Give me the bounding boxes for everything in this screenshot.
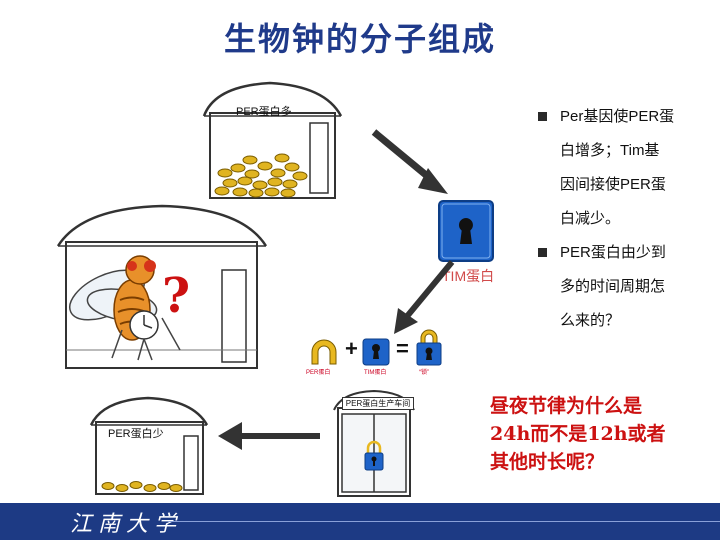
per-protein-icon — [308, 338, 340, 366]
factory-sign: PER蛋白生产车间 — [342, 397, 414, 410]
bullet-line: 多的时间周期怎 — [560, 270, 716, 304]
footer-divider — [168, 521, 720, 522]
bullet-line: 白减少。 — [560, 202, 716, 236]
university-logo: 江南大学 — [70, 506, 182, 538]
tim-lock-icon — [438, 200, 494, 262]
red-question-line: 24h而不是12h或者 — [490, 420, 710, 448]
red-question-line: 其他时长呢？ — [490, 448, 710, 476]
page-title: 生物钟的分子组成 — [0, 14, 720, 60]
label-per-few: PER蛋白少 — [108, 425, 164, 441]
house-per-few — [88, 394, 210, 500]
bullet-line: 白增多；Tim基 — [560, 134, 716, 168]
bullet-line: Per基因使PER蛋 — [560, 100, 716, 134]
bullet-item-1: Per基因使PER蛋 白增多；Tim基 因间接使PER蛋 白减少。 — [536, 100, 716, 236]
label-per-many: PER蛋白多 — [236, 103, 292, 119]
eq-per-label: PER蛋白 — [306, 367, 330, 376]
arrow-to-house — [214, 416, 324, 456]
bullet-item-2: PER蛋白由少到 多的时间周期怎 么来的？ — [536, 236, 716, 338]
arrow-to-equation — [388, 258, 458, 338]
arrow-to-tim — [370, 128, 450, 198]
eq-tim-label: TIM蛋白 — [364, 367, 386, 376]
bullet-square-icon — [538, 248, 547, 257]
question-mark-icon: ? — [162, 268, 190, 324]
equals-sign: = — [396, 336, 409, 362]
plus-sign: + — [345, 336, 358, 362]
red-question: 昼夜节律为什么是 24h而不是12h或者 其他时长呢？ — [490, 392, 710, 476]
bullet-line: 么来的？ — [560, 304, 716, 338]
tim-small-lock-icon — [362, 338, 390, 366]
lock-icon — [414, 328, 444, 366]
house-per-many — [200, 78, 345, 203]
red-question-line: 昼夜节律为什么是 — [490, 392, 710, 420]
eq-lock-label: “锁” — [419, 367, 429, 376]
bullet-square-icon — [538, 112, 547, 121]
bullet-list: Per基因使PER蛋 白增多；Tim基 因间接使PER蛋 白减少。 PER蛋白由… — [536, 100, 716, 338]
bullet-line: PER蛋白由少到 — [560, 236, 716, 270]
bullet-line: 因间接使PER蛋 — [560, 168, 716, 202]
